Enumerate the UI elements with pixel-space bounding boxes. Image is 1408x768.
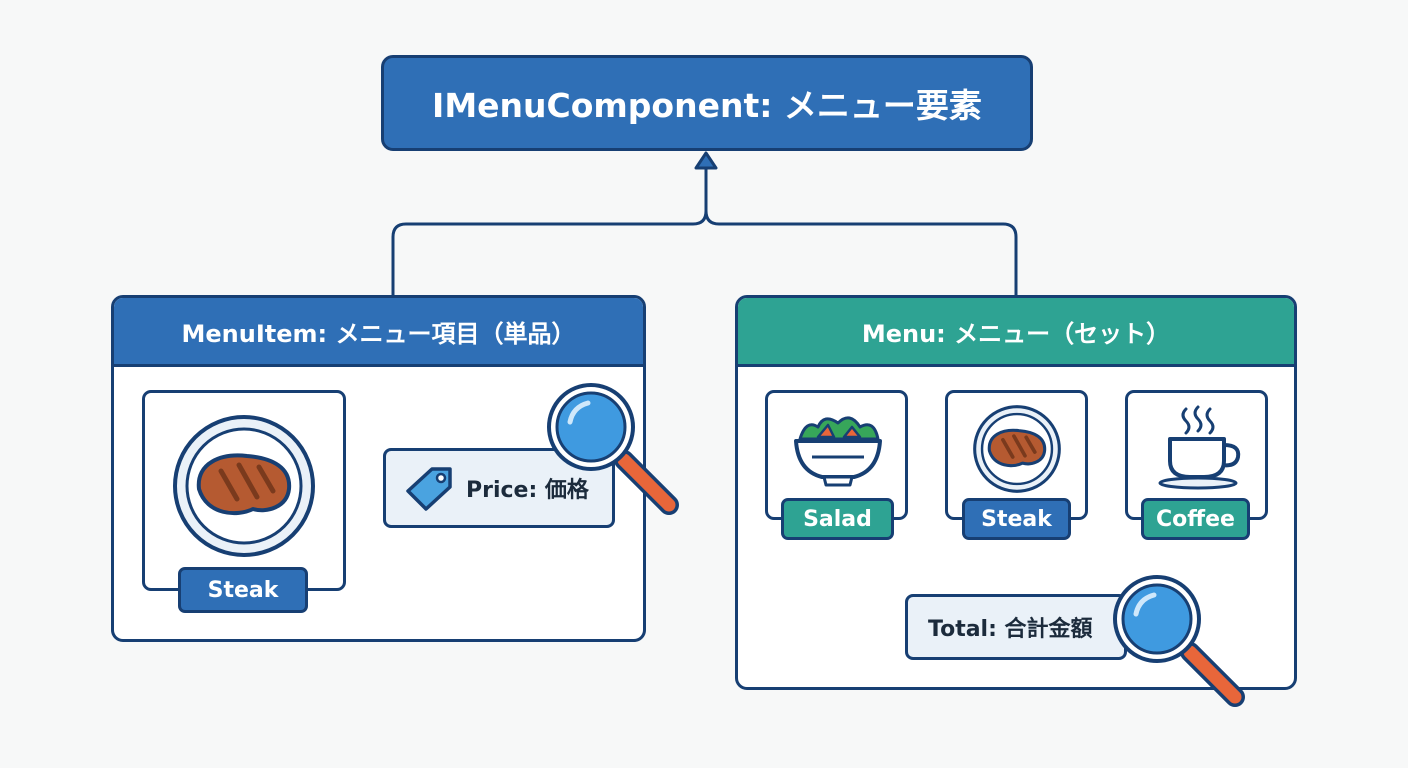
menu-header: Menu: メニュー（セット）: [738, 298, 1294, 367]
interface-box: IMenuComponent: メニュー要素: [381, 55, 1033, 151]
menu-item-steak-label: Steak: [178, 567, 308, 613]
steak-icon: [973, 405, 1061, 493]
magnifier-icon: [547, 383, 679, 515]
salad-icon: [794, 416, 882, 487]
steak-label-text: Steak: [207, 577, 279, 603]
menu-steak-label-text: Steak: [981, 506, 1052, 532]
inheritance-arrow: [694, 151, 718, 170]
coffee-label: Coffee: [1141, 498, 1250, 540]
salad-label-text: Salad: [803, 506, 872, 532]
coffee-icon: [1158, 405, 1241, 490]
menu-steak-label: Steak: [962, 498, 1071, 540]
total-label: Total: 合計金額: [928, 617, 1093, 642]
menu-item-card: [142, 390, 346, 591]
price-box: Price: 価格: [383, 448, 615, 528]
total-box: Total: 合計金額: [905, 594, 1127, 660]
salad-label: Salad: [781, 498, 894, 540]
price-label: Price: 価格: [466, 478, 589, 503]
steak-icon: [173, 415, 315, 557]
menu-title: Menu: メニュー（セット）: [861, 319, 1171, 348]
menu-item-title: MenuItem: メニュー項目（単品）: [181, 319, 576, 348]
coffee-label-text: Coffee: [1156, 506, 1235, 532]
interface-title: IMenuComponent: メニュー要素: [432, 86, 982, 125]
price-tag-icon: [406, 467, 452, 511]
menu-item-header: MenuItem: メニュー項目（単品）: [114, 298, 643, 367]
inheritance-line: [391, 168, 1018, 295]
magnifier-icon: [1113, 575, 1245, 707]
